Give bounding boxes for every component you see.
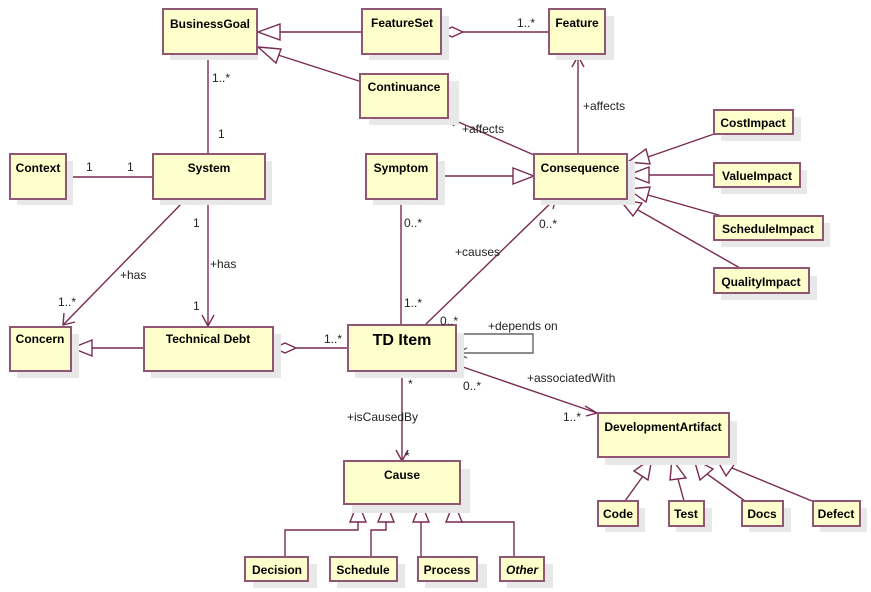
role-label: +has — [120, 268, 146, 282]
multiplicity-label: 1..* — [324, 332, 342, 346]
edge-technicaldebt-concern — [70, 338, 144, 358]
multiplicity-label: 1..* — [212, 71, 230, 85]
class-name: Test — [674, 507, 698, 521]
class-name: Defect — [818, 507, 855, 521]
class-feature-set[interactable]: FeatureSet — [361, 8, 449, 60]
class-name: Code — [603, 507, 633, 521]
class-name: Context — [16, 161, 61, 175]
class-schedule[interactable]: Schedule — [329, 556, 405, 588]
class-name: FeatureSet — [371, 16, 433, 30]
class-symptom[interactable]: Symptom — [365, 153, 445, 205]
class-name: ValueImpact — [722, 169, 792, 183]
class-system[interactable]: System — [152, 153, 272, 205]
class-name: BusinessGoal — [170, 17, 250, 31]
role-label: +isCausedBy — [347, 410, 418, 424]
class-development-artifact[interactable]: DevelopmentArtifact — [597, 412, 737, 465]
class-name: QualityImpact — [721, 275, 800, 289]
multiplicity-label: 0..* — [404, 216, 422, 230]
generalization-arrow — [70, 338, 93, 358]
class-continuance[interactable]: Continuance — [359, 73, 459, 125]
class-name: DevelopmentArtifact — [604, 420, 721, 434]
multiplicity-label: 0..* — [463, 379, 481, 393]
generalization-arrow — [255, 46, 282, 65]
class-name: System — [188, 161, 231, 175]
multiplicity-label: 1..* — [563, 410, 581, 424]
class-name: Feature — [555, 16, 599, 30]
role-label: +depends on — [488, 319, 558, 333]
multiplicity-label: 1..* — [58, 295, 76, 309]
multiplicity-label: 1 — [127, 160, 134, 174]
class-name: Docs — [747, 507, 777, 521]
class-business-goal[interactable]: BusinessGoal — [162, 8, 258, 60]
multiplicity-label: 0..* — [539, 217, 557, 231]
multiplicity-label: 1..* — [517, 16, 535, 30]
class-name: Decision — [252, 563, 302, 577]
multiplicity-label: * — [408, 377, 413, 391]
class-name: Other — [506, 563, 539, 577]
role-label: +affects — [583, 99, 625, 113]
class-context[interactable]: Context — [9, 153, 73, 205]
class-name: Process — [424, 563, 471, 577]
generalization-arrow — [626, 147, 651, 165]
class-name: TD Item — [373, 332, 432, 349]
edge-costimpact-consequence — [626, 133, 715, 165]
edge-tditem-consequence — [424, 197, 557, 326]
class-other[interactable]: Other — [499, 556, 553, 588]
edge-tditem-dependson — [455, 333, 534, 359]
class-schedule-impact[interactable]: ScheduleImpact — [713, 215, 830, 247]
role-label: +affects — [462, 122, 504, 136]
class-consequence[interactable]: Consequence — [533, 153, 635, 205]
role-label: +associatedWith — [527, 371, 615, 385]
class-process[interactable]: Process — [417, 556, 487, 588]
class-cause[interactable]: Cause — [343, 460, 470, 513]
class-name: Technical Debt — [166, 332, 250, 346]
class-value-impact[interactable]: ValueImpact — [713, 162, 807, 194]
class-concern[interactable]: Concern — [9, 326, 79, 378]
class-docs[interactable]: Docs — [741, 500, 791, 532]
multiplicity-label: 1..* — [404, 296, 422, 310]
role-label: +has — [210, 257, 236, 271]
edge-symptom-consequence — [437, 166, 536, 186]
class-code[interactable]: Code — [597, 500, 645, 532]
multiplicity-label: 1 — [193, 216, 200, 230]
multiplicity-label: 1 — [218, 127, 225, 141]
multiplicity-label: 1 — [193, 299, 200, 313]
class-name: ScheduleImpact — [722, 222, 814, 236]
class-name: CostImpact — [720, 116, 785, 130]
generalization-arrow — [626, 165, 650, 185]
class-cost-impact[interactable]: CostImpact — [713, 109, 801, 141]
edge-valueimpact-consequence — [626, 165, 714, 185]
class-technical-debt[interactable]: Technical Debt — [143, 326, 281, 378]
multiplicity-label: 0..* — [440, 314, 458, 328]
class-decision[interactable]: Decision — [244, 556, 317, 588]
class-name: Cause — [384, 468, 420, 482]
class-td-item[interactable]: TD Item — [347, 324, 464, 378]
class-quality-impact[interactable]: QualityImpact — [713, 267, 817, 300]
class-name: Consequence — [541, 161, 620, 175]
class-test[interactable]: Test — [668, 500, 712, 532]
edge-system-concern — [62, 198, 187, 326]
class-name: Schedule — [336, 563, 390, 577]
generalization-arrow — [255, 23, 281, 41]
edge-test-developmentartifact — [669, 457, 688, 502]
class-name: Continuance — [368, 80, 441, 94]
edge-continuance-businessgoal — [255, 46, 363, 83]
edge-featureset-businessgoal — [255, 23, 362, 41]
multiplicity-label: * — [405, 449, 410, 463]
role-label: +causes — [455, 245, 500, 259]
class-defect[interactable]: Defect — [812, 500, 867, 532]
class-name: Concern — [16, 332, 65, 346]
multiplicity-label: 1 — [86, 160, 93, 174]
class-feature[interactable]: Feature — [548, 8, 614, 60]
generalization-arrow — [512, 166, 536, 186]
class-name: Symptom — [374, 161, 429, 175]
